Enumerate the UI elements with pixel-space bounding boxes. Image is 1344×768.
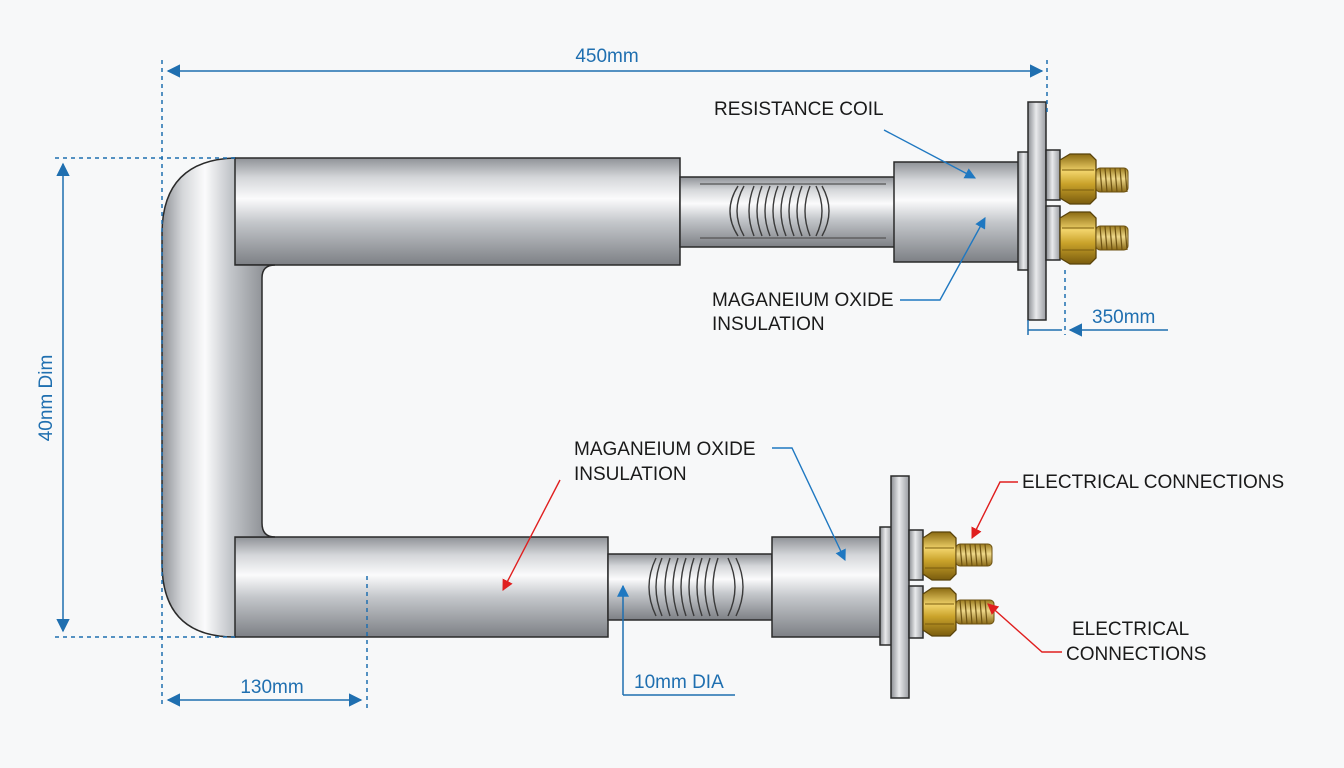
top-terminal-2 [1059,211,1129,265]
bottom-end-assembly [607,475,995,699]
insulation-bottom-line-2: INSULATION [574,464,687,485]
bottom-ferrule [771,536,883,638]
insulation-top-label: MAGANEIUM OXIDE INSULATION [712,290,899,335]
top-arm [231,157,681,266]
top-ferrule [893,161,1021,263]
resistance-coil-label: RESISTANCE COIL [714,99,884,120]
bottom-resistance-coil [648,557,744,617]
insulation-bottom-red-leader [502,479,561,591]
bottom-thin-tube [607,553,773,621]
tube-diameter-label: 10mm DIA [634,672,724,693]
insulation-bottom-label: MAGANEIUM OXIDE INSULATION [574,439,761,485]
insulation-top-line-1: MAGANEIUM OXIDE [712,290,894,311]
electrical-bottom-leader [987,603,1062,653]
electrical-bottom-line-1: ELECTRICAL [1072,619,1189,640]
top-terminal-1 [1059,153,1129,205]
insulation-top-leader [900,217,986,301]
height-label: 40nm Dim [36,355,57,442]
electrical-connections-bottom-label: ELECTRICAL CONNECTIONS [1066,619,1206,665]
top-resistance-coil [700,183,886,239]
electrical-connections-top-label: ELECTRICAL CONNECTIONS [1022,472,1284,493]
overall-length-label: 450mm [575,46,638,67]
top-flange [1027,101,1047,321]
insulation-bottom-line-1: MAGANEIUM OXIDE [574,439,756,460]
insulation-bottom-blue-leader [772,447,846,562]
bottom-terminal-1 [922,531,993,581]
u-tube [161,157,681,638]
bend-offset-label: 130mm [240,677,303,698]
resistance-coil-leader [883,129,976,179]
bottom-terminal-2 [922,587,995,637]
flange-thickness-label: 350mm [1092,307,1155,328]
bottom-collar [879,526,893,646]
insulation-top-line-2: INSULATION [712,314,825,335]
electrical-bottom-line-2: CONNECTIONS [1066,644,1206,665]
top-end-assembly [679,101,1129,321]
bottom-flange [890,475,910,699]
bottom-arm [231,536,609,638]
dimension-lines [55,60,1168,708]
leader-lines [502,129,1062,653]
electrical-top-leader [971,481,1018,540]
top-thin-tube [679,176,897,248]
